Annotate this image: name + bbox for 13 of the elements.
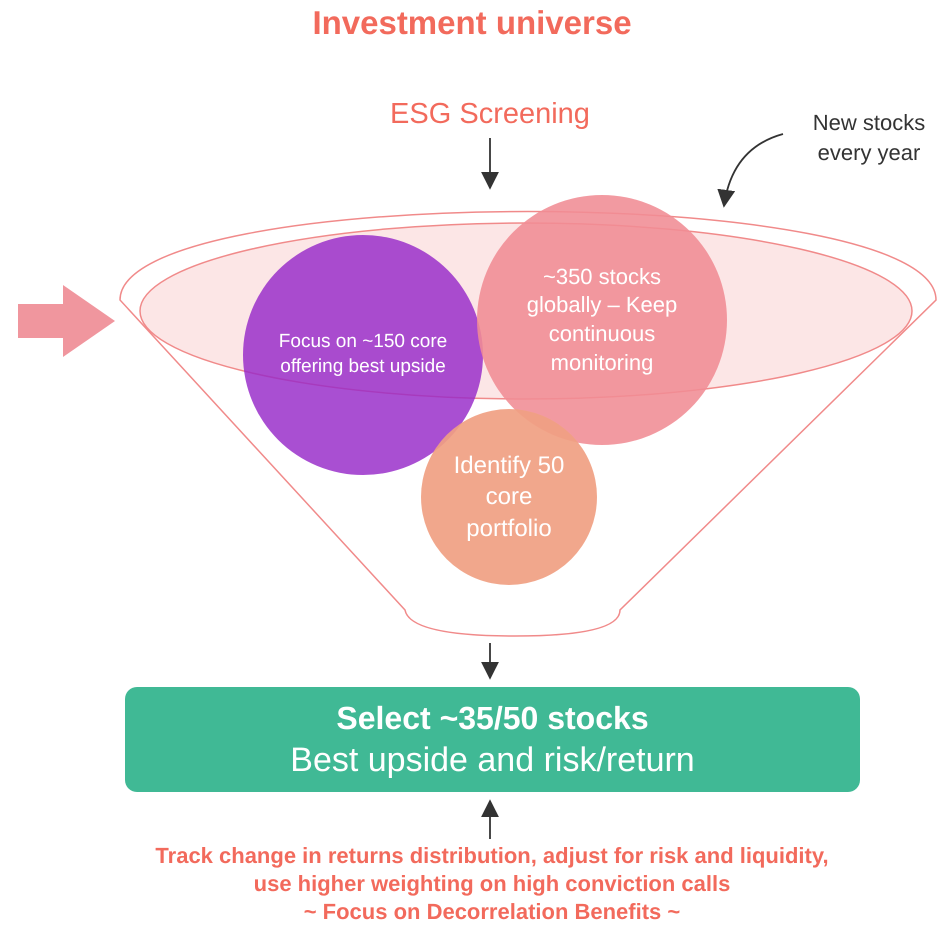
note-text: New stocks every year	[795, 108, 943, 172]
arrow	[481, 799, 499, 839]
note-text: ~ Focus on Decorrelation Benefits ~	[302, 898, 682, 926]
diagram-title: Investment universe	[311, 4, 633, 42]
arrow	[718, 133, 784, 208]
selection-box	[125, 687, 860, 792]
arrow	[481, 643, 499, 680]
box-heading: Select ~35/50 stocks	[335, 699, 650, 738]
box-text: Best upside and risk/return	[289, 740, 696, 781]
block-arrow	[18, 285, 115, 357]
arrow	[481, 138, 499, 190]
note-text: Track change in returns distribution, adjust for risk and liquidity, use higher weighting on high conviction calls	[154, 842, 830, 898]
screening-label: ESG Screening	[300, 98, 680, 142]
